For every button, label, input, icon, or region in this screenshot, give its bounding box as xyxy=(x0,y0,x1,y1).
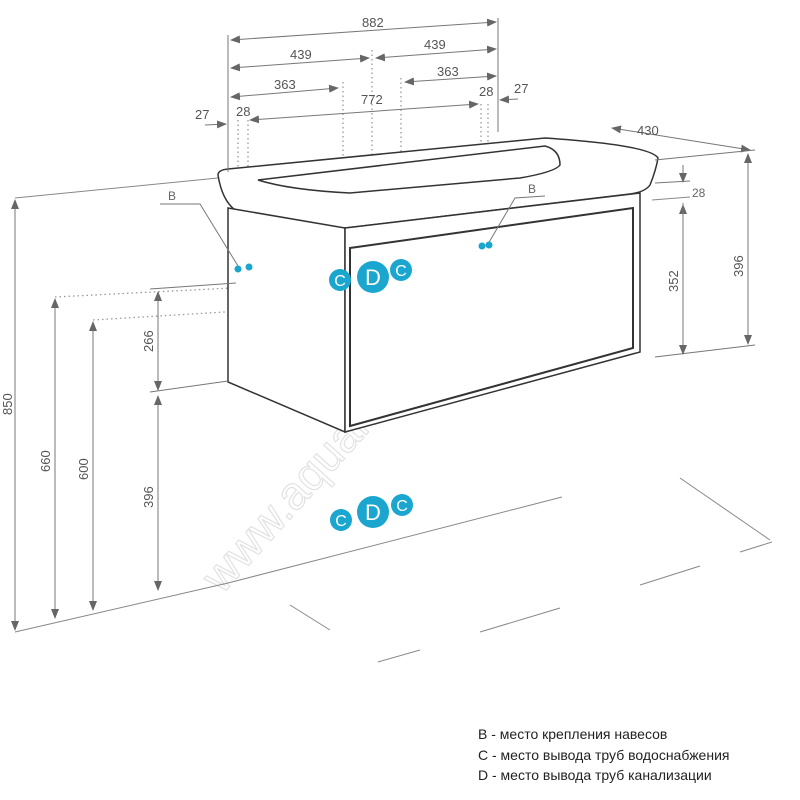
marker-b-left-label: B xyxy=(168,189,176,203)
marker-b-right-label: B xyxy=(528,182,536,196)
dim-396-left: 396 xyxy=(141,486,156,508)
mount-leaders xyxy=(160,195,546,267)
dim-396-right: 396 xyxy=(731,255,746,277)
dim-660: 660 xyxy=(38,450,53,472)
dim-28-left: 28 xyxy=(236,104,250,119)
dim-28-gap: 28 xyxy=(692,186,706,200)
dim-600: 600 xyxy=(76,458,91,480)
floor-outlets: C D C xyxy=(330,494,413,531)
dim-28-right: 28 xyxy=(479,84,493,99)
supply-marker-right: C xyxy=(395,263,407,280)
floor-supply-marker-right: C xyxy=(396,498,408,515)
dim-266: 266 xyxy=(141,330,156,352)
top-dimensions xyxy=(204,18,519,172)
legend: B - место крепления навесов C - место вы… xyxy=(478,724,729,786)
dim-430: 430 xyxy=(637,123,659,138)
left-dimensions xyxy=(11,199,237,631)
dim-352: 352 xyxy=(666,270,681,292)
mount-points xyxy=(234,241,493,273)
right-dimensions xyxy=(611,125,756,358)
dim-772: 772 xyxy=(361,92,383,107)
vanity-cabinet xyxy=(227,192,641,434)
wall-floor-lines xyxy=(14,177,773,663)
dim-27-left: 27 xyxy=(195,107,209,122)
dim-363-right: 363 xyxy=(437,64,459,79)
wall-outlets: C D C xyxy=(329,259,412,293)
floor-supply-marker-left: C xyxy=(335,513,347,530)
dim-439-right: 439 xyxy=(424,37,446,52)
dim-882: 882 xyxy=(362,15,384,30)
drain-marker: D xyxy=(365,265,381,290)
floor-drain-marker: D xyxy=(365,500,381,525)
dim-850: 850 xyxy=(0,393,15,415)
dim-363-left: 363 xyxy=(274,77,296,92)
dim-27-right: 27 xyxy=(514,81,528,96)
dim-439-left: 439 xyxy=(290,47,312,62)
legend-item-c: C - место вывода труб водоснабжения xyxy=(478,746,730,763)
legend-item-b: B - место крепления навесов xyxy=(478,726,668,742)
supply-marker-left: C xyxy=(334,273,346,290)
legend-item-d: D - место вывода труб канализации xyxy=(478,767,712,783)
